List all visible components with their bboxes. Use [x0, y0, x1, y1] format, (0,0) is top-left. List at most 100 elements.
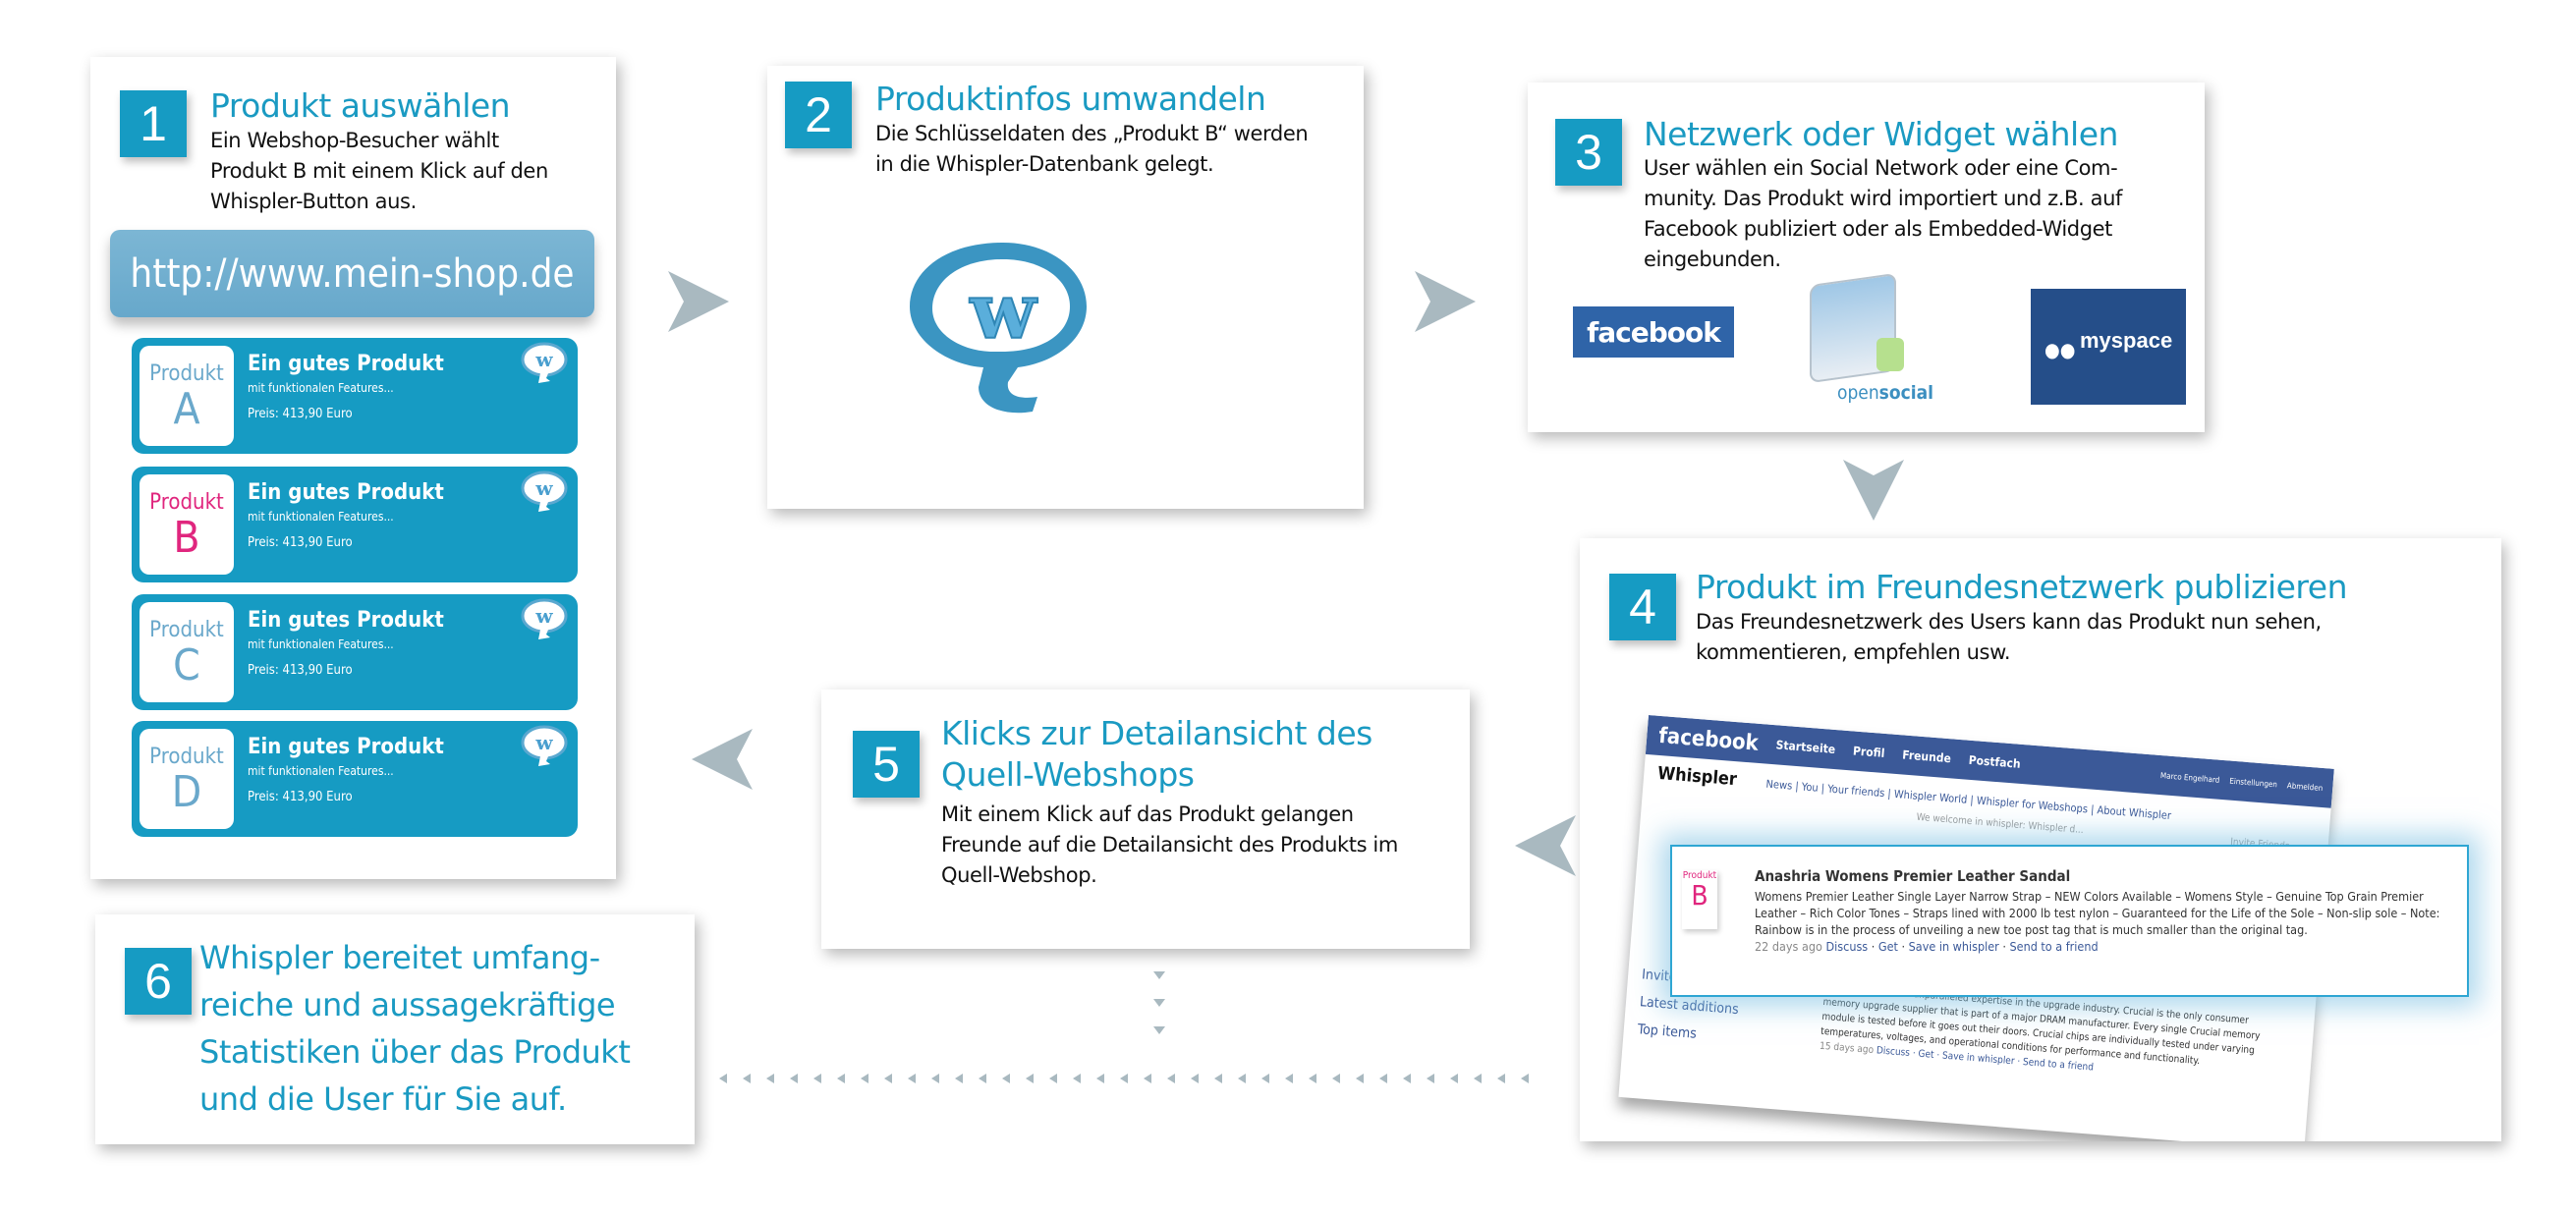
dot-arrowhead	[1002, 1074, 1010, 1083]
product-title: Ein gutes Produkt	[248, 352, 444, 376]
dot-arrowhead	[908, 1074, 916, 1083]
dot-arrowhead	[861, 1074, 868, 1083]
arrow-left-icon	[1515, 815, 1576, 876]
svg-text:w: w	[534, 604, 553, 628]
svg-text:w: w	[534, 348, 553, 371]
step-4-panel: 4 Produkt im Freundesnetzwerk publiziere…	[1580, 538, 2501, 1141]
dot-arrowhead	[1285, 1074, 1293, 1083]
myspace-logo[interactable]: ●● myspace	[2031, 289, 2186, 405]
step-title: Netzwerk oder Widget wählen	[1644, 115, 2118, 153]
product-price: Preis: 413,90 Euro	[248, 407, 353, 421]
dot-arrowhead	[1120, 1074, 1128, 1083]
dot-arrowhead	[1309, 1074, 1316, 1083]
dot-arrowhead	[1144, 1074, 1151, 1083]
dotted-arrow-left	[719, 1074, 1529, 1083]
step-number: 1	[120, 90, 187, 157]
dot-arrowhead	[955, 1074, 963, 1083]
svg-text:w: w	[534, 731, 553, 754]
myspace-people-icon: ●●	[2044, 338, 2076, 361]
dot-arrowhead	[766, 1074, 774, 1083]
product-title: Ein gutes Produkt	[248, 480, 444, 505]
dot-arrowhead	[1379, 1074, 1387, 1083]
step-body: Die Schlüsseldaten des „Produkt B“ werde…	[875, 122, 1309, 176]
step-body: Das Freundesnetzwerk des Users kann das …	[1696, 610, 2322, 664]
whispler-button-icon[interactable]: w	[519, 469, 570, 516]
step-title: Produktinfos umwandeln	[875, 80, 1266, 118]
svg-text:w: w	[534, 476, 553, 500]
whispler-button-icon[interactable]: w	[519, 340, 570, 387]
dot-arrowhead	[837, 1074, 845, 1083]
dot-arrowhead	[884, 1074, 892, 1083]
dot-arrowhead	[1427, 1074, 1434, 1083]
svg-text:w: w	[969, 267, 1037, 357]
dot-arrowhead	[1026, 1074, 1034, 1083]
dot-arrowhead	[1403, 1074, 1411, 1083]
product-title: Ein gutes Produkt	[248, 608, 444, 633]
step-number: 5	[853, 731, 920, 798]
dot-arrowhead	[1521, 1074, 1529, 1083]
step-1-panel: 1 Produkt auswählen Ein Webshop-Besucher…	[90, 57, 616, 879]
product-subtitle: mit funktionalen Features...	[248, 764, 394, 778]
product-subtitle: mit funktionalen Features...	[248, 381, 394, 395]
dot-arrowhead	[1474, 1074, 1482, 1083]
dot-arrowhead	[813, 1074, 821, 1083]
facebook-logo[interactable]: facebook	[1573, 306, 1734, 358]
opensocial-logo[interactable]: opensocial	[1798, 272, 1935, 407]
dot-arrowhead	[1238, 1074, 1246, 1083]
step-2-panel: 2 Produktinfos umwandeln Die Schlüsselda…	[767, 66, 1364, 509]
step-title: Produkt im Freundesnetzwerk publizieren	[1696, 568, 2348, 606]
dot-arrowhead	[931, 1074, 939, 1083]
arrow-right-icon	[1415, 271, 1476, 332]
step-number: 3	[1555, 119, 1622, 186]
dot-arrowhead	[1073, 1074, 1081, 1083]
dot-arrowhead	[1261, 1074, 1269, 1083]
whispler-product-post[interactable]: Produkt B Anashria Womens Premier Leathe…	[1670, 845, 2469, 997]
arrow-left-icon	[692, 729, 753, 790]
dot-arrowhead	[1049, 1074, 1057, 1083]
step-6-panel: 6 Whispler bereitet umfang-reiche und au…	[95, 914, 695, 1144]
product-price: Preis: 413,90 Euro	[248, 535, 353, 550]
dot-arrowhead	[790, 1074, 798, 1083]
dot-arrowhead	[1332, 1074, 1340, 1083]
step-number: 4	[1609, 574, 1676, 640]
product-price: Preis: 413,90 Euro	[248, 663, 353, 678]
step-title: Produkt auswählen	[210, 86, 511, 125]
product-badge: Produkt B	[1682, 870, 1717, 929]
dot-arrowhead	[1191, 1074, 1199, 1083]
step-3-panel: 3 Netzwerk oder Widget wählen User wähle…	[1528, 83, 2205, 432]
step-body: User wählen ein Social Network oder eine…	[1644, 156, 2122, 271]
arrow-down-icon	[1843, 460, 1904, 521]
dot-arrowhead	[1356, 1074, 1364, 1083]
dot-arrowhead	[1450, 1074, 1458, 1083]
step-number: 6	[125, 948, 192, 1015]
step-title: Whispler bereitet umfang-reiche und auss…	[199, 939, 631, 1118]
product-title: Ein gutes Produkt	[248, 735, 444, 759]
dot-arrowhead	[979, 1074, 986, 1083]
dot-arrowhead	[1167, 1074, 1175, 1083]
step-body: Mit einem Klick auf das Produkt gelangen…	[941, 802, 1398, 887]
whispler-button-icon[interactable]: w	[519, 596, 570, 643]
dot-arrowhead	[719, 1074, 727, 1083]
dotted-arrow-down	[1153, 971, 1165, 1034]
whispler-logo-icon: w	[910, 243, 1087, 414]
opensocial-bubble-icon	[1876, 338, 1904, 371]
product-subtitle: mit funktionalen Features...	[248, 637, 394, 651]
dot-arrowhead	[1214, 1074, 1222, 1083]
step-number: 2	[785, 82, 852, 148]
dot-arrowhead	[1497, 1074, 1505, 1083]
shop-url-bar[interactable]: http://www.mein-shop.de	[110, 230, 594, 317]
product-price: Preis: 413,90 Euro	[248, 790, 353, 804]
product-subtitle: mit funktionalen Features...	[248, 510, 394, 524]
dot-arrowhead	[743, 1074, 751, 1083]
whispler-button-icon[interactable]: w	[519, 723, 570, 770]
